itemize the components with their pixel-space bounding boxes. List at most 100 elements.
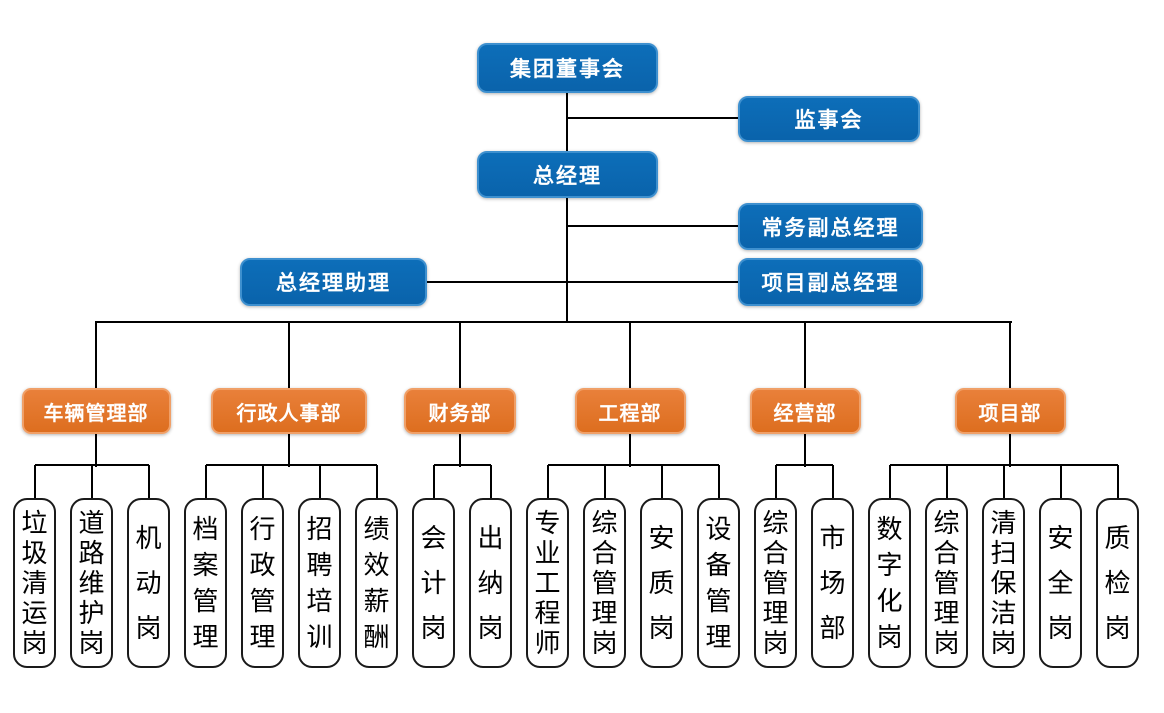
connector-drop-position <box>91 465 93 498</box>
node-department-0[interactable]: 车辆管理部 <box>21 388 171 434</box>
connector-drop-position <box>1117 465 1119 498</box>
node-position-0-1[interactable]: 道路维护岗 <box>70 498 113 668</box>
position-label-char: 纳 <box>477 568 504 598</box>
node-position-3-1[interactable]: 综合管理岗 <box>583 498 626 668</box>
position-label-char: 业 <box>534 538 561 568</box>
position-label-char: 保 <box>990 568 1017 598</box>
position-label-char: 岗 <box>1047 613 1074 643</box>
connector-board-gm <box>566 93 568 151</box>
node-department-3[interactable]: 工程部 <box>574 388 686 434</box>
position-label-char: 岗 <box>591 628 618 658</box>
position-label-char: 岗 <box>762 628 789 658</box>
node-position-5-2[interactable]: 清扫保洁岗 <box>982 498 1025 668</box>
position-label-char: 理 <box>762 598 789 628</box>
node-department-5[interactable]: 项目部 <box>954 388 1066 434</box>
node-position-3-2[interactable]: 安质岗 <box>640 498 683 668</box>
position-label-char: 案 <box>192 550 219 580</box>
connector-drop-position <box>376 465 378 498</box>
position-label-char: 会 <box>420 523 447 553</box>
connector-drop-position <box>547 465 549 498</box>
node-executive-deputy-gm[interactable]: 常务副总经理 <box>738 203 923 250</box>
connector-drop-position <box>319 465 321 498</box>
node-position-2-1[interactable]: 出纳岗 <box>469 498 512 668</box>
position-label-char: 培 <box>306 586 333 616</box>
node-position-0-2[interactable]: 机动岗 <box>127 498 170 668</box>
position-label-char: 政 <box>249 550 276 580</box>
connector-drop-dept <box>629 322 631 388</box>
position-label-char: 管 <box>705 586 732 616</box>
position-label-char: 效 <box>363 550 390 580</box>
node-position-1-2[interactable]: 招聘培训 <box>298 498 341 668</box>
node-department-2[interactable]: 财务部 <box>404 388 516 434</box>
connector-drop-position <box>604 465 606 498</box>
position-label-char: 理 <box>192 622 219 652</box>
node-position-1-3[interactable]: 绩效薪酬 <box>355 498 398 668</box>
connector-drop-position <box>661 465 663 498</box>
position-label-char: 管 <box>933 568 960 598</box>
position-label-char: 机 <box>135 523 162 553</box>
connector-dept-stem <box>1009 434 1011 467</box>
position-label-char: 绩 <box>363 514 390 544</box>
position-label-char: 合 <box>762 538 789 568</box>
position-label-char: 程 <box>534 598 561 628</box>
node-position-5-1[interactable]: 综合管理岗 <box>925 498 968 668</box>
node-position-5-4[interactable]: 质检岗 <box>1096 498 1139 668</box>
position-label-char: 维 <box>78 568 105 598</box>
connector-gm-trunk <box>566 198 568 323</box>
connector-supervisory <box>567 117 738 119</box>
connector-drop-position <box>718 465 720 498</box>
position-label-char: 管 <box>192 586 219 616</box>
position-label-char: 行 <box>249 514 276 544</box>
position-label-char: 岗 <box>933 628 960 658</box>
node-general-manager[interactable]: 总经理 <box>477 151 658 198</box>
position-label-char: 岗 <box>990 628 1017 658</box>
position-label-char: 清 <box>990 508 1017 538</box>
node-position-4-1[interactable]: 市场部 <box>811 498 854 668</box>
node-department-4[interactable]: 经营部 <box>749 388 861 434</box>
connector-dept-stem <box>629 434 631 467</box>
connector-drop-position <box>34 465 36 498</box>
position-label-char: 垃 <box>21 508 48 538</box>
connector-drop-position <box>775 465 777 498</box>
position-label-char: 岗 <box>135 613 162 643</box>
position-label-char: 安 <box>1047 523 1074 553</box>
position-label-char: 质 <box>1104 523 1131 553</box>
node-position-3-3[interactable]: 设备管理 <box>697 498 740 668</box>
position-label-char: 设 <box>705 514 732 544</box>
connector-position-bus <box>206 464 377 466</box>
node-position-3-0[interactable]: 专业工程师 <box>526 498 569 668</box>
position-label-char: 合 <box>933 538 960 568</box>
position-label-char: 合 <box>591 538 618 568</box>
connector-drop-position <box>889 465 891 498</box>
position-label-char: 质 <box>648 568 675 598</box>
node-position-1-0[interactable]: 档案管理 <box>184 498 227 668</box>
node-position-0-0[interactable]: 垃圾清运岗 <box>13 498 56 668</box>
position-label-char: 综 <box>933 508 960 538</box>
position-label-char: 岗 <box>78 628 105 658</box>
position-label-char: 档 <box>192 514 219 544</box>
node-board[interactable]: 集团董事会 <box>477 43 658 93</box>
position-label-char: 运 <box>21 598 48 628</box>
node-position-1-1[interactable]: 行政管理 <box>241 498 284 668</box>
position-label-char: 安 <box>648 523 675 553</box>
connector-drop-position <box>946 465 948 498</box>
position-label-char: 酬 <box>363 622 390 652</box>
position-label-char: 岗 <box>1104 613 1131 643</box>
connector-dept-stem <box>459 434 461 467</box>
position-label-char: 师 <box>534 628 561 658</box>
position-label-char: 岗 <box>21 628 48 658</box>
node-gm-assistant[interactable]: 总经理助理 <box>240 258 427 306</box>
node-position-2-0[interactable]: 会计岗 <box>412 498 455 668</box>
position-label-char: 管 <box>249 586 276 616</box>
position-label-char: 洁 <box>990 598 1017 628</box>
node-position-5-0[interactable]: 数字化岗 <box>868 498 911 668</box>
position-label-char: 化 <box>876 586 903 616</box>
node-position-4-0[interactable]: 综合管理岗 <box>754 498 797 668</box>
node-project-deputy-gm[interactable]: 项目副总经理 <box>738 258 923 306</box>
node-supervisory-board[interactable]: 监事会 <box>738 96 920 142</box>
node-position-5-3[interactable]: 安全岗 <box>1039 498 1082 668</box>
connector-assistant-project-deputy <box>427 281 738 283</box>
node-department-1[interactable]: 行政人事部 <box>211 388 367 434</box>
position-label-char: 综 <box>762 508 789 538</box>
